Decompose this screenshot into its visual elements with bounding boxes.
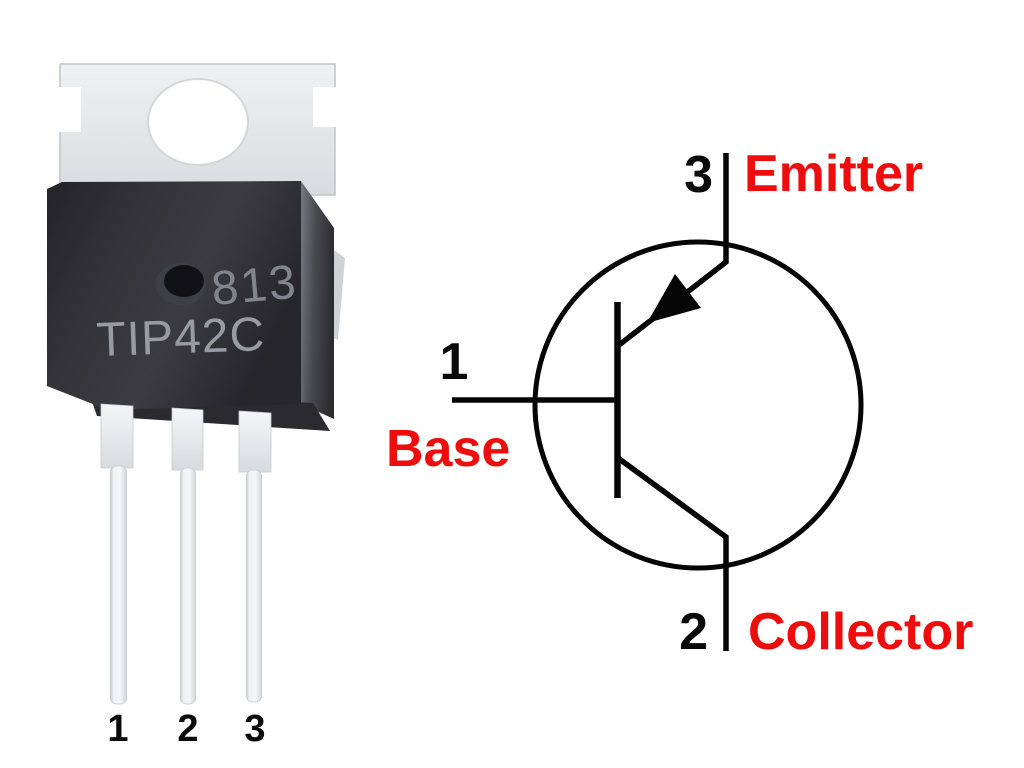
leg-3-shoulder [238,410,272,473]
base-pin-number: 1 [440,333,469,391]
emitter-label: Emitter [744,145,923,203]
emitter-pin-number: 3 [684,146,713,204]
collector-lead [616,455,729,651]
photo-pin3-number: 3 [244,708,265,750]
leg-1-shoulder [100,403,134,469]
body-dimple-center [164,265,204,297]
base-label: Base [386,420,510,478]
leg-2-shoulder [171,407,204,471]
date-code-marking: 813 [209,256,299,316]
tab-notch-right [313,87,338,127]
leg-3 [238,410,272,703]
body-side-face [301,181,334,419]
leg-3-pin [246,469,262,703]
emitter-arrow [647,274,701,323]
tab-notch-left [57,87,81,132]
leg-2-pin [180,467,196,705]
transistor-circle [532,239,864,571]
photo-pin2-number: 2 [177,708,198,750]
part-number-marking: TIP42C [96,308,266,367]
package-photo: 813 TIP42C 1 2 3 [47,63,345,750]
collector-label: Collector [748,603,973,661]
photo-pin1-number: 1 [107,708,128,750]
pinout-schematic: 3 Emitter 1 Base 2 Collector [386,145,973,661]
leg-2 [171,407,204,705]
mounting-hole [147,78,249,166]
leg-1-pin [110,465,127,705]
leg-1 [100,403,134,705]
collector-pin-number: 2 [679,603,708,661]
